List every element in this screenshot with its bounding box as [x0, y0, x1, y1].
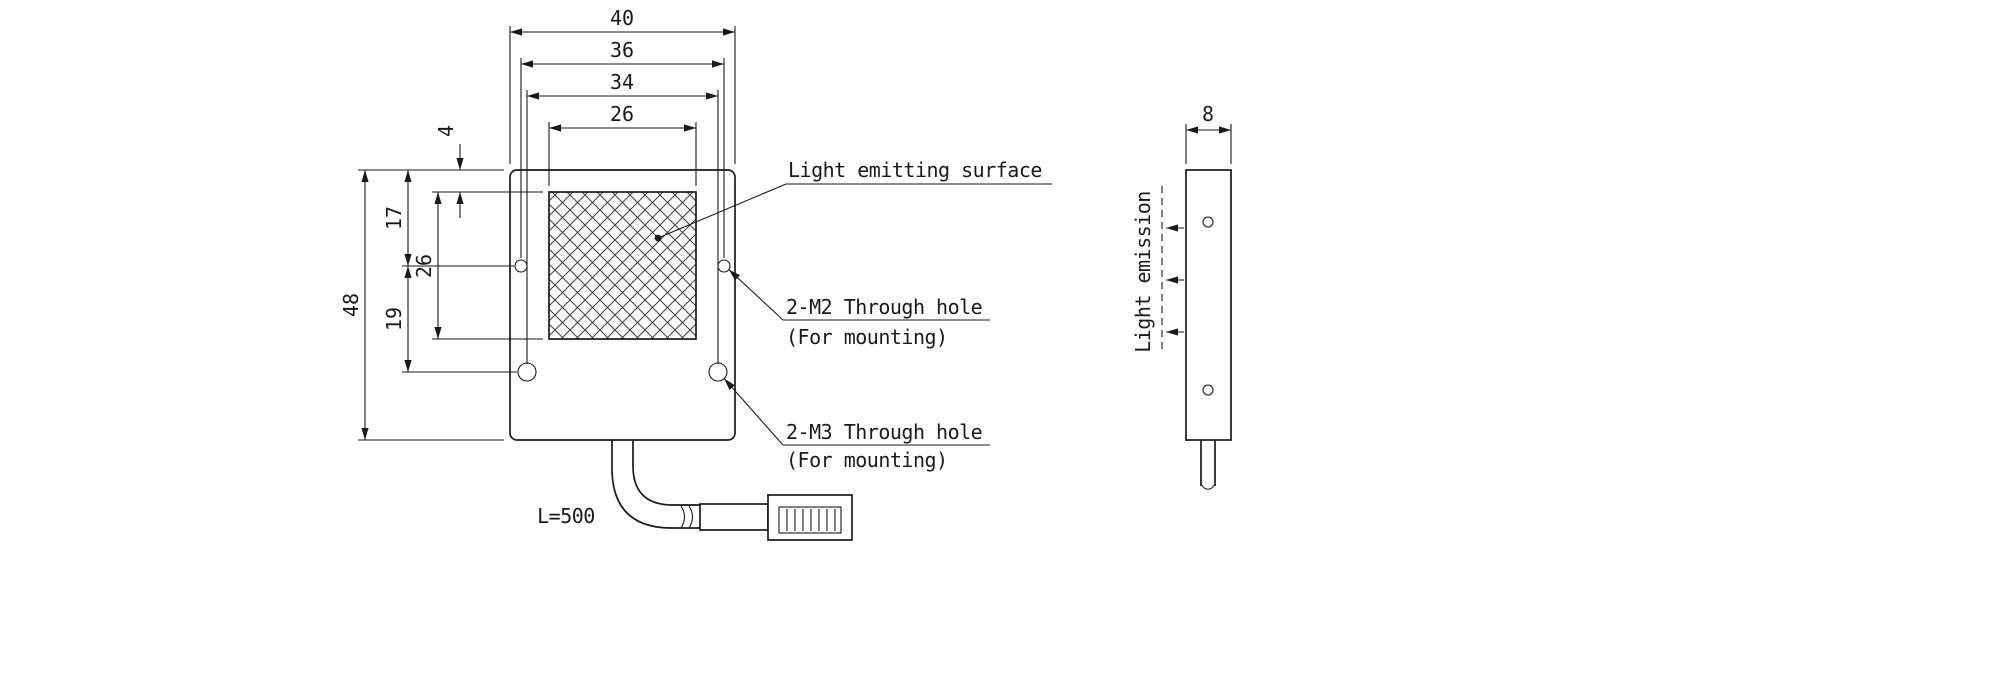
callout-m2-hole: 2-M2 Through hole (For mounting) — [728, 269, 990, 349]
m2-hole-right — [717, 259, 731, 273]
dimension-34: 34 — [526, 70, 719, 364]
leader-line — [728, 269, 784, 321]
dimension-17: 17 — [382, 170, 412, 266]
callout-m3-hole: 2-M3 Through hole (For mounting) — [723, 378, 990, 472]
leader-line — [723, 378, 784, 446]
m3-hole-label-line2: (For mounting) — [786, 448, 948, 472]
m3-hole-right — [708, 362, 728, 382]
m3-hole-left — [517, 362, 537, 382]
connector-sleeve — [699, 503, 769, 531]
dimension-8: 8 — [1185, 102, 1232, 164]
callout-emitting-surface: Light emitting surface — [654, 158, 1052, 242]
m2-hole-left — [514, 259, 528, 273]
dimension-text: 36 — [610, 38, 634, 62]
dimension-text: 8 — [1202, 102, 1214, 126]
dimension-text: 26 — [610, 102, 634, 126]
side-hole-lower — [1202, 384, 1214, 396]
dimension-text: 34 — [610, 70, 634, 94]
dimension-26-width: 26 — [548, 102, 697, 186]
dimension-48: 48 — [339, 170, 369, 440]
dimension-text: 19 — [382, 307, 406, 331]
cable-length-label: L=500 — [537, 504, 595, 528]
leader-line — [657, 183, 787, 239]
dimension-text: 48 — [339, 293, 363, 317]
emitting-surface-label: Light emitting surface — [788, 158, 1042, 182]
m2-hole-label-line1: 2-M2 Through hole — [786, 295, 982, 319]
connector-pin-block — [778, 506, 842, 534]
connector — [699, 494, 853, 541]
leader-dot — [654, 234, 662, 242]
dimension-26-height: 26 — [412, 192, 442, 339]
cable — [611, 440, 700, 529]
dimensions-left: 48 17 19 26 4 — [339, 125, 543, 441]
side-hole-upper — [1202, 216, 1214, 228]
callouts: Light emitting surface 2-M2 Through hole… — [537, 158, 1052, 528]
cable-inner-edge — [632, 440, 700, 506]
light-emission-annotation: Light emission — [1131, 186, 1184, 353]
connector-pins — [786, 509, 836, 531]
dimension-text: 17 — [382, 206, 406, 230]
side-view-drawing: 8 Light emission — [1131, 102, 1232, 490]
m2-hole-label-line2: (For mounting) — [786, 325, 948, 349]
cable-break-mark — [1200, 483, 1216, 490]
dimension-40: 40 — [509, 6, 736, 164]
dimension-text: 40 — [610, 6, 634, 30]
dimension-text: 26 — [412, 254, 436, 278]
dimension-text: 4 — [434, 125, 458, 137]
light-emission-label: Light emission — [1131, 191, 1155, 353]
side-cable — [1200, 440, 1216, 490]
cable-outer-edge — [611, 440, 700, 529]
side-body-outline — [1185, 169, 1232, 441]
cable-break-mark — [688, 505, 694, 529]
light-emitting-surface — [548, 191, 697, 340]
dimension-19: 19 — [382, 266, 412, 372]
dimensions-top: 40 36 34 26 — [509, 6, 736, 364]
dimension-4: 4 — [434, 125, 464, 218]
m3-hole-label-line1: 2-M3 Through hole — [786, 420, 982, 444]
cable-break-mark — [680, 505, 686, 529]
front-view-drawing — [509, 169, 853, 541]
dimension-36: 36 — [520, 38, 725, 258]
